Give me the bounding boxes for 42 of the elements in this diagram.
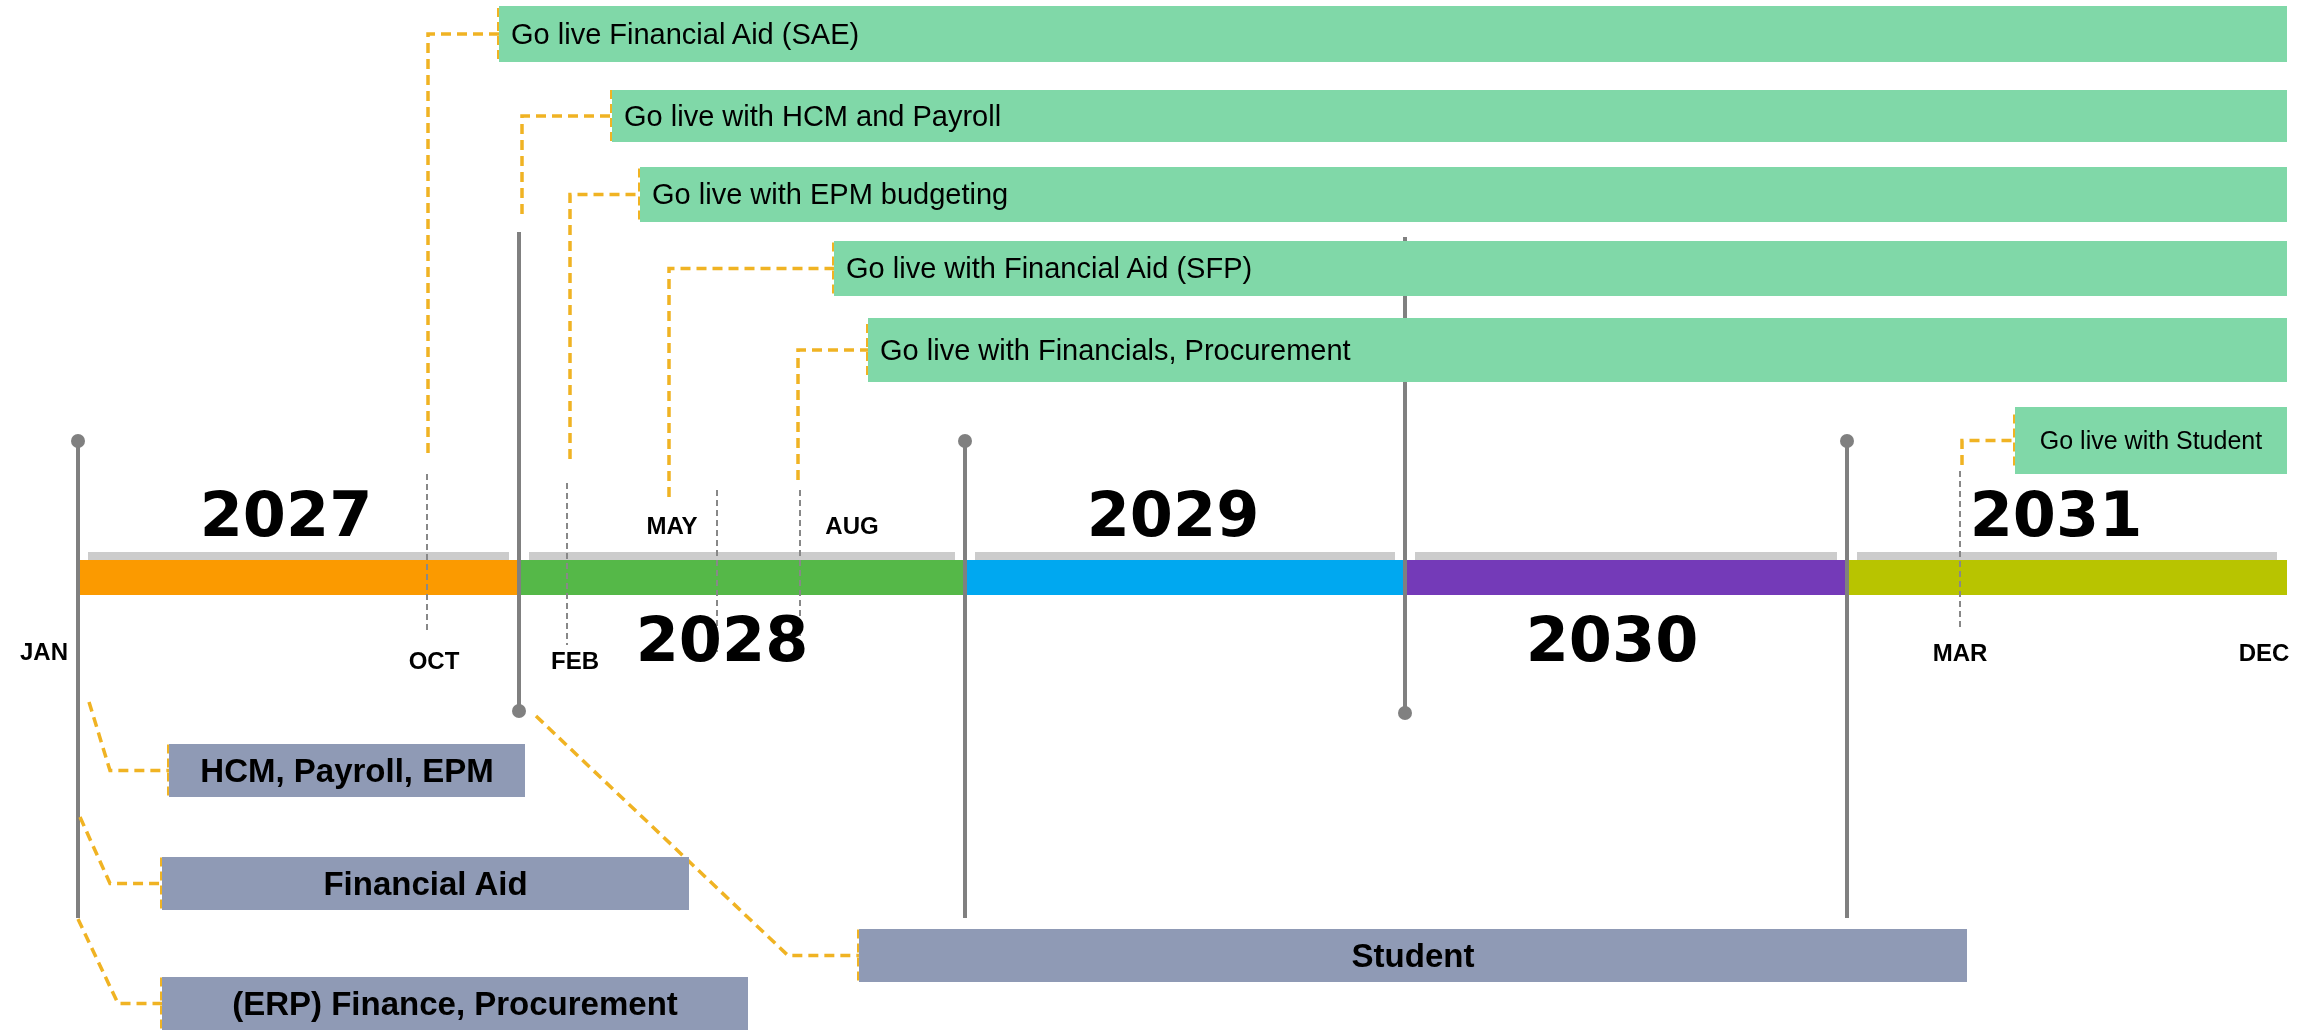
year-label: 2031 — [1969, 484, 2143, 546]
milestone-text: (ERP) Finance, Procurement — [232, 984, 678, 1023]
milestone-bar — [612, 90, 2287, 142]
leader-line — [667, 240, 836, 497]
year-label: 2027 — [199, 484, 373, 546]
milestone-text: Go live with Financials, Procurement — [880, 333, 1351, 367]
month-label: MAR — [1932, 641, 1988, 665]
milestone-bar — [640, 167, 2287, 222]
month-label: FEB — [551, 649, 599, 673]
leader-line — [568, 166, 642, 459]
milestone-text: Go live Financial Aid (SAE) — [511, 17, 860, 51]
month-label: MAY — [646, 514, 698, 538]
year-label: 2028 — [635, 609, 809, 671]
milestone-bar — [2015, 407, 2287, 474]
milestone-text: HCM, Payroll, EPM — [200, 751, 494, 790]
leader-line — [796, 322, 870, 480]
month-label: JAN — [20, 640, 68, 664]
milestone-text: Student — [1351, 936, 1475, 975]
year-label: 2029 — [1086, 484, 1260, 546]
phase-bar — [859, 929, 1967, 982]
leader-line — [1960, 412, 2017, 469]
leader-line — [78, 816, 164, 912]
milestone-bar — [499, 6, 2287, 62]
phase-bar — [169, 744, 525, 797]
month-label: AUG — [825, 514, 879, 538]
milestone-text: Go live with HCM and Payroll — [624, 99, 1002, 133]
year-label: 2030 — [1525, 609, 1699, 671]
milestone-text: Go live with Student — [2039, 426, 2263, 455]
milestone-bar — [868, 318, 2287, 382]
month-label: DEC — [2238, 641, 2290, 665]
leader-line — [534, 714, 861, 984]
milestone-bar — [834, 241, 2287, 296]
phase-bar — [162, 857, 689, 910]
month-label: OCT — [408, 649, 460, 673]
milestone-text: Financial Aid — [323, 864, 528, 903]
leader-line — [426, 6, 501, 453]
leader-line — [76, 918, 164, 1032]
leader-line — [87, 701, 171, 799]
leader-line — [520, 88, 614, 214]
phase-bar — [162, 977, 748, 1030]
milestone-text: Go live with EPM budgeting — [652, 178, 1009, 211]
milestone-text: Go live with Financial Aid (SFP) — [846, 252, 1253, 285]
